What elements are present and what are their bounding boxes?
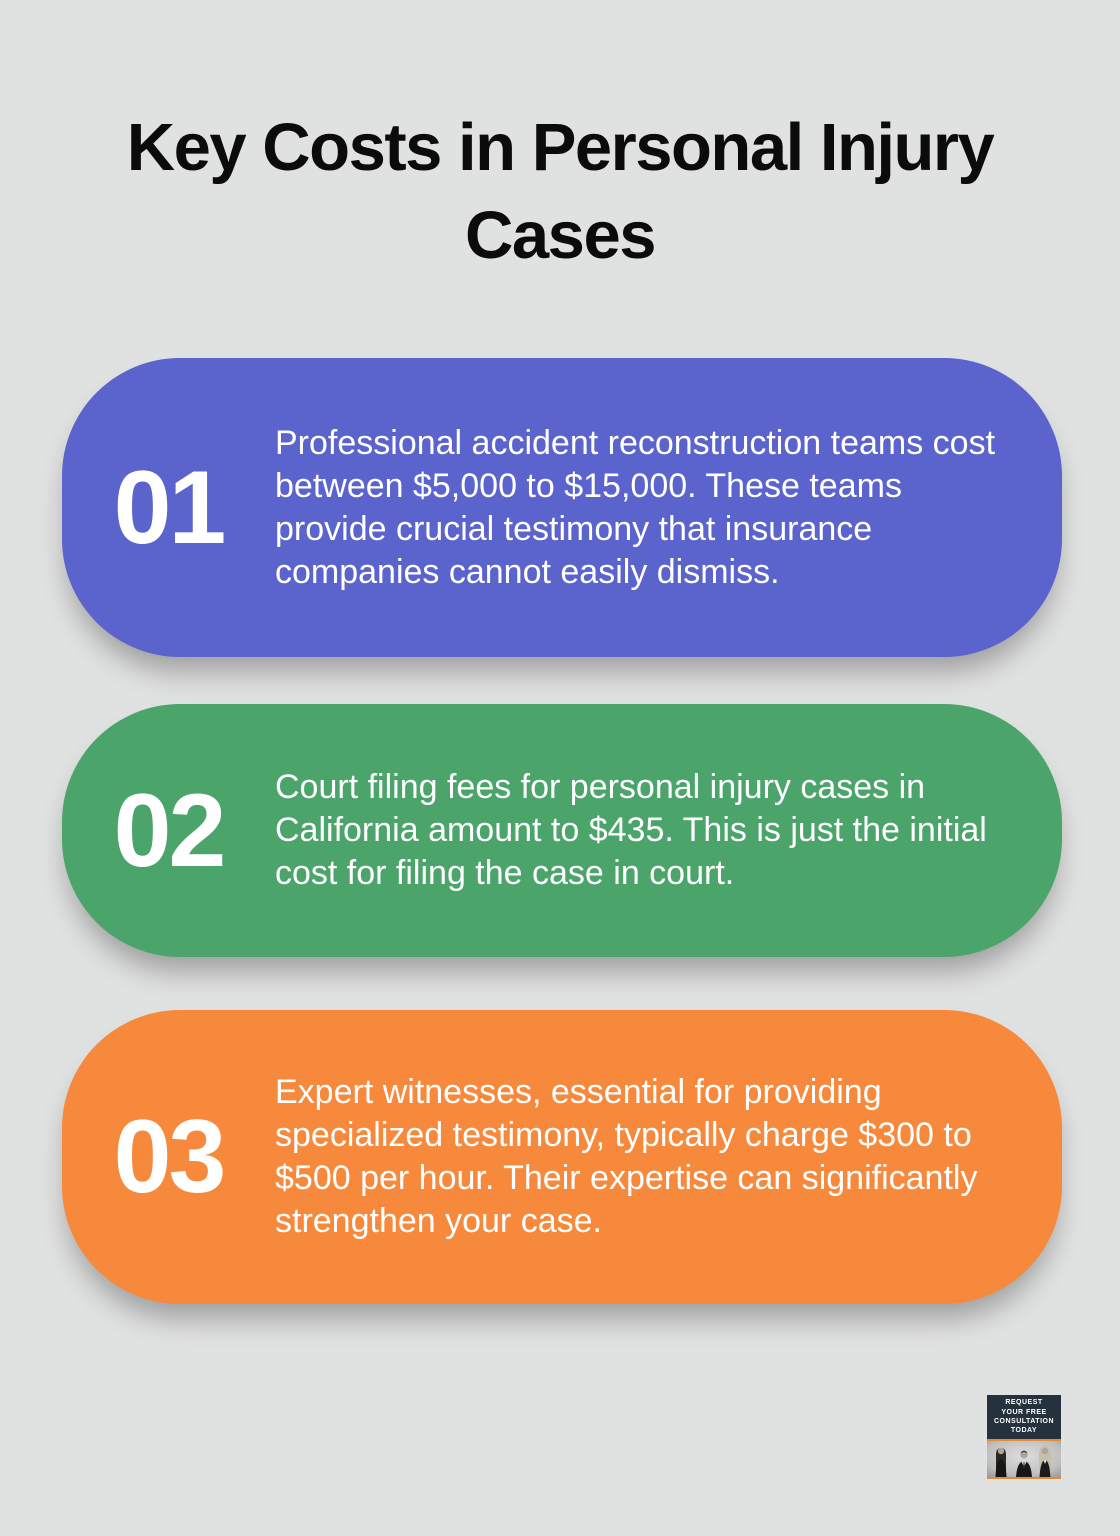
card-1-text: Professional accident reconstruction tea… — [275, 423, 996, 591]
card-2-number: 02 — [113, 772, 227, 889]
consultation-cta-text: REQUEST YOUR FREE CONSULTATION TODAY — [987, 1395, 1061, 1439]
cta-line-1: REQUEST — [1005, 1399, 1043, 1407]
attorney-center — [1016, 1450, 1032, 1477]
attorney-left — [995, 1447, 1007, 1477]
cta-line-3: CONSULTATION — [993, 1418, 1055, 1425]
badge-bottom-line — [987, 1477, 1061, 1479]
cost-card-2: 02 Court filing fees for personal injury… — [62, 704, 1062, 957]
card-3-number: 03 — [113, 1099, 227, 1215]
card-2-text: Court filing fees for personal injury ca… — [275, 768, 987, 892]
consultation-cta-badge[interactable]: REQUEST YOUR FREE CONSULTATION TODAY — [987, 1395, 1061, 1479]
card-1-number: 01 — [113, 449, 227, 566]
cta-line-4: TODAY — [1010, 1427, 1038, 1435]
cost-card-1: 01 Professional accident reconstruction … — [62, 358, 1062, 657]
page-title: Key Costs in Personal Injury Cases — [126, 110, 995, 273]
attorneys-photo — [987, 1441, 1061, 1477]
badge-divider — [987, 1439, 1061, 1441]
attorney-right — [1039, 1446, 1051, 1477]
cost-card-3: 03 Expert witnesses, essential for provi… — [62, 1010, 1062, 1304]
card-3-text: Expert witnesses, essential for providin… — [275, 1073, 978, 1240]
cta-line-2: YOUR FREE — [1001, 1408, 1047, 1416]
